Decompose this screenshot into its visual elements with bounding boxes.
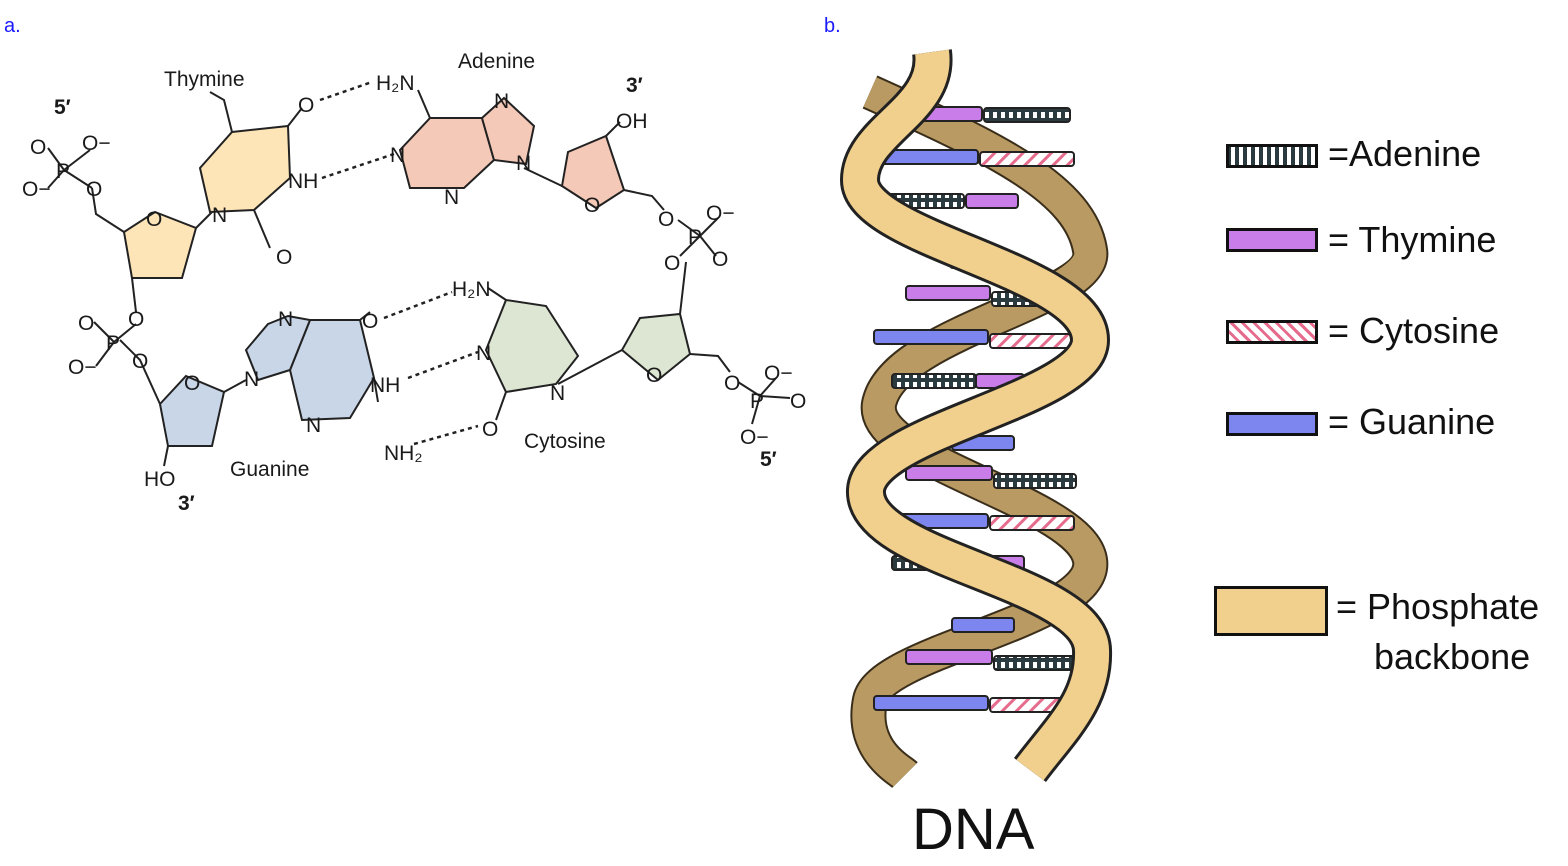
thymine-label: Thymine [164, 68, 245, 91]
atom-o-label: O [584, 194, 600, 217]
atom-o-minus-label: O− [82, 132, 111, 155]
atom-o-label: O [362, 310, 378, 333]
atom-o-label: O [646, 364, 662, 387]
atom-o-label: O [724, 372, 740, 395]
atom-p-label: P [106, 332, 120, 355]
atom-n-label: N [212, 204, 227, 227]
atom-n-label: N [494, 90, 509, 113]
atom-nh-label: NH [370, 374, 400, 397]
cytosine-ring [484, 298, 580, 394]
legend-label-backbone: backbone [1374, 636, 1531, 677]
atom-o-label: O [298, 94, 314, 117]
atom-o-label: O [276, 246, 292, 269]
atom-n-label: N [516, 152, 531, 175]
atom-nh2-label: NH₂ [384, 442, 422, 465]
atom-o-minus-label: O− [22, 178, 51, 201]
atom-o-label: O [86, 178, 102, 201]
legend-swatch-guanine [1226, 412, 1318, 436]
atom-n-label: N [444, 186, 459, 209]
panel-a-label: a. [4, 15, 21, 37]
adenine-sugar [560, 134, 626, 210]
thymine-sugar [122, 210, 198, 279]
atom-p-label: P [750, 390, 764, 413]
legend-swatch-thymine [1226, 228, 1318, 252]
three-prime-top-label: 3′ [626, 74, 643, 97]
legend-swatch-adenine [1226, 144, 1318, 168]
atom-o-label: O [146, 208, 162, 231]
atom-o-label: O [790, 390, 806, 413]
atom-h2n-label: H₂N [376, 72, 414, 95]
atom-h2n-label: H₂N [452, 278, 490, 301]
atom-o-label: O [664, 252, 680, 275]
legend-swatch-phosphate-backbone [1214, 586, 1328, 636]
legend-label-thymine: = Thymine [1328, 219, 1497, 260]
panel-b-label: b. [824, 15, 841, 37]
guanine-label: Guanine [230, 458, 309, 481]
atom-n-label: N [278, 308, 293, 331]
atom-n-label: N [390, 144, 405, 167]
adenine-label: Adenine [458, 50, 535, 73]
atom-o-label: O [658, 208, 674, 231]
atom-o-label: O [128, 308, 144, 331]
atom-o-label: O [30, 136, 46, 159]
dna-title: DNA [912, 797, 1035, 862]
atom-o-label: O [482, 418, 498, 441]
guanine-five-ring [244, 314, 312, 382]
three-prime-bottom-label: 3′ [178, 492, 195, 515]
atom-o-label: O [132, 350, 148, 373]
cytosine-sugar [620, 312, 692, 382]
atom-nh-label: NH [288, 170, 318, 193]
five-prime-top-label: 5′ [54, 96, 71, 119]
atom-o-minus-label: O− [706, 202, 735, 225]
legend-label-guanine: = Guanine [1328, 401, 1496, 442]
guanine-sugar [158, 374, 226, 447]
five-prime-bottom-label: 5′ [760, 448, 777, 471]
atom-p-label: P [688, 226, 702, 249]
atom-n-label: N [306, 414, 321, 437]
hydrogen-bonds [319, 80, 479, 446]
legend-label-cytosine: = Cytosine [1328, 310, 1500, 351]
adenine-five-ring [480, 96, 536, 166]
legend-label-adenine: =Adenine [1328, 133, 1482, 174]
cytosine-label: Cytosine [524, 430, 606, 453]
atom-p-label: P [56, 160, 70, 183]
atom-oh-label: OH [616, 110, 648, 133]
atom-o-label: O [184, 372, 200, 395]
atom-n-label: N [476, 342, 491, 365]
legend-swatch-cytosine [1226, 320, 1318, 344]
legend-label-phosphate: = Phosphate [1336, 586, 1540, 627]
atom-o-minus-label: O− [68, 356, 97, 379]
atom-o-minus-label: O− [740, 426, 769, 449]
atom-n-label: N [550, 382, 565, 405]
atom-ho-label: HO [144, 468, 176, 491]
atom-o-label: O [712, 248, 728, 271]
atom-o-label: O [78, 312, 94, 335]
atom-n-label: N [244, 368, 259, 391]
backbone-bonds [47, 89, 791, 467]
atom-o-minus-label: O− [764, 362, 793, 385]
